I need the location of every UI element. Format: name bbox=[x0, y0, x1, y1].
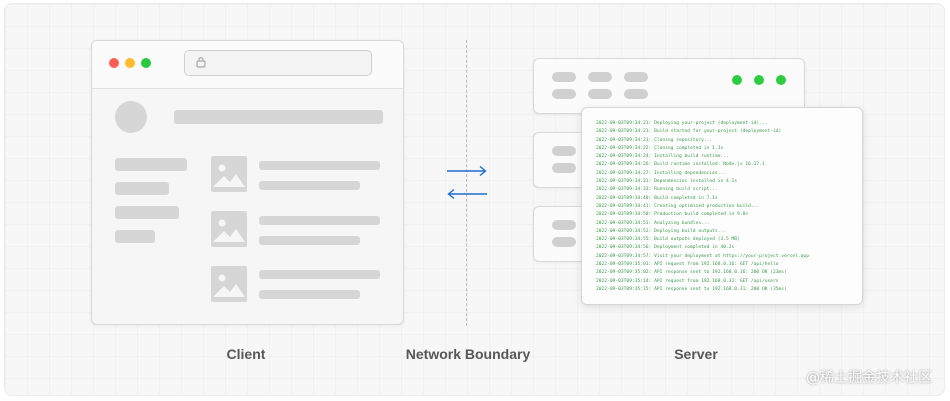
log-line: 2022-09-03T09:35:15: API response sent t… bbox=[596, 286, 787, 292]
log-line: 2022-09-03T09:34:57: Visit your deployme… bbox=[596, 253, 809, 259]
log-line: 2022-09-03T09:34:27: Installing dependen… bbox=[596, 170, 726, 176]
server-indicator bbox=[624, 72, 648, 82]
log-line: 2022-09-03T09:35:14: API request from 19… bbox=[596, 278, 779, 284]
log-line: 2022-09-03T09:34:24: Installing build ru… bbox=[596, 154, 729, 160]
log-line: 2022-09-03T09:34:50: Production build co… bbox=[596, 212, 749, 218]
arrow-right-icon bbox=[447, 165, 487, 177]
log-line: 2022-09-03T09:34:21: Build started for y… bbox=[596, 129, 782, 135]
client-browser-window bbox=[91, 40, 404, 325]
server-indicator bbox=[624, 89, 648, 99]
log-line: 2022-09-03T09:34:21: Cloning repository.… bbox=[596, 137, 713, 143]
client-caption: Client bbox=[226, 346, 266, 362]
server-caption: Server bbox=[674, 346, 718, 362]
content-line-placeholder bbox=[259, 290, 360, 299]
browser-titlebar bbox=[92, 41, 403, 89]
network-boundary-caption: Network Boundary bbox=[405, 346, 531, 362]
sidebar-placeholder-1 bbox=[115, 158, 187, 171]
server-indicator bbox=[552, 146, 576, 156]
status-light-icon bbox=[732, 75, 742, 85]
title-placeholder bbox=[174, 110, 383, 124]
watermark: @稀土掘金技术社区 bbox=[806, 370, 932, 386]
sidebar-placeholder-3 bbox=[115, 206, 179, 219]
log-line: 2022-09-03T09:34:51: Analyzing bundles..… bbox=[596, 220, 710, 226]
maximize-dot-icon bbox=[141, 58, 151, 68]
image-icon bbox=[211, 211, 247, 247]
log-line: 2022-09-03T09:35:02: API response sent t… bbox=[596, 270, 787, 276]
server-indicator bbox=[552, 237, 576, 247]
server-indicator bbox=[552, 89, 576, 99]
minimize-dot-icon bbox=[125, 58, 135, 68]
server-log-window: 2022-09-03T09:34:21: Deploying your-proj… bbox=[581, 107, 863, 305]
server-indicator bbox=[552, 163, 576, 173]
log-line: 2022-09-03T09:34:40: Build completed in … bbox=[596, 195, 718, 201]
network-boundary-line bbox=[466, 40, 467, 326]
server-indicator bbox=[552, 72, 576, 82]
log-line: 2022-09-03T09:34:41: Creating optimized … bbox=[596, 203, 760, 209]
status-light-icon bbox=[754, 75, 764, 85]
log-line: 2022-09-03T09:34:26: Build runtime insta… bbox=[596, 162, 765, 168]
log-line: 2022-09-03T09:34:33: Running build scrip… bbox=[596, 187, 718, 193]
server-indicator bbox=[588, 89, 612, 99]
lock-icon bbox=[196, 57, 206, 68]
sidebar-placeholder-2 bbox=[115, 182, 169, 195]
log-line: 2022-09-03T09:35:01: API request from 19… bbox=[596, 262, 779, 268]
url-bar bbox=[184, 50, 372, 76]
image-icon bbox=[211, 156, 247, 192]
close-dot-icon bbox=[109, 58, 119, 68]
content-line-placeholder bbox=[259, 216, 380, 225]
diagram-canvas: 2022-09-03T09:34:21: Deploying your-proj… bbox=[4, 3, 945, 396]
status-light-icon bbox=[776, 75, 786, 85]
log-line: 2022-09-03T09:34:31: Dependencies instal… bbox=[596, 179, 738, 185]
server-indicator bbox=[588, 72, 612, 82]
server-card-top bbox=[533, 58, 805, 114]
image-icon bbox=[211, 266, 247, 302]
log-line: 2022-09-03T09:34:22: Cloning completed i… bbox=[596, 145, 724, 151]
sidebar-placeholder-4 bbox=[115, 230, 155, 243]
server-indicator bbox=[552, 220, 576, 230]
content-line-placeholder bbox=[259, 161, 380, 170]
avatar-placeholder bbox=[115, 101, 147, 133]
log-lines: 2022-09-03T09:34:21: Deploying your-proj… bbox=[596, 120, 809, 294]
log-line: 2022-09-03T09:34:56: Deployment complete… bbox=[596, 245, 735, 251]
log-line: 2022-09-03T09:34:55: Build outputs deplo… bbox=[596, 237, 740, 243]
arrow-left-icon bbox=[447, 188, 487, 200]
content-line-placeholder bbox=[259, 236, 360, 245]
content-line-placeholder bbox=[259, 181, 360, 190]
log-line: 2022-09-03T09:34:21: Deploying your-proj… bbox=[596, 121, 768, 126]
content-line-placeholder bbox=[259, 270, 380, 279]
log-line: 2022-09-03T09:34:52: Deploying build out… bbox=[596, 228, 726, 234]
